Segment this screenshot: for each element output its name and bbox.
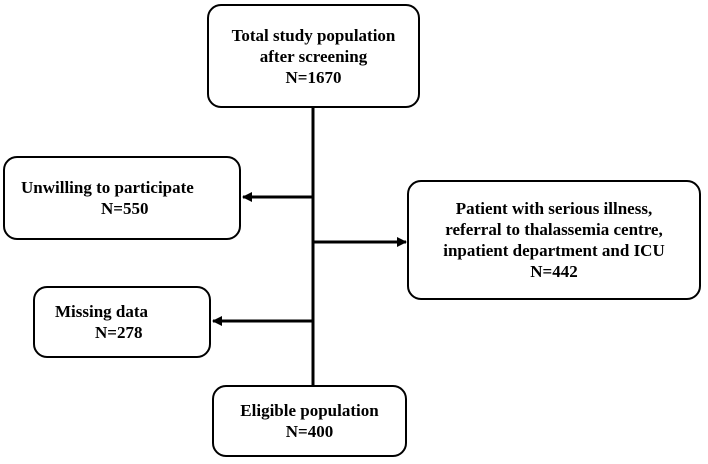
missing-data-box: Missing data N=278	[33, 286, 211, 358]
eligible-population-box: Eligible population N=400	[212, 385, 407, 457]
missing-data-count: N=278	[95, 323, 143, 342]
serious-illness-label-line1: Patient with serious illness,	[455, 199, 653, 218]
total-population-label-line2: after screening	[259, 46, 368, 66]
serious-illness-count: N=442	[530, 262, 578, 281]
unwilling-label: Unwilling to participate	[21, 178, 194, 197]
eligible-population-label: Eligible population	[240, 401, 379, 420]
serious-illness-label-line2: referral to thalassemia centre,	[445, 220, 663, 239]
missing-data-label: Missing data	[55, 302, 149, 321]
unwilling-box: Unwilling to participate N=550	[3, 156, 241, 240]
unwilling-count: N=550	[101, 199, 149, 218]
total-population-box: Total study population after screening N…	[207, 4, 420, 108]
total-population-label-line1: Total study population	[231, 25, 396, 45]
total-population-count: N=1670	[285, 67, 342, 87]
serious-illness-box: Patient with serious illness, referral t…	[407, 180, 701, 300]
eligible-population-count: N=400	[285, 422, 334, 441]
serious-illness-label-line3: inpatient department and ICU	[443, 241, 665, 260]
